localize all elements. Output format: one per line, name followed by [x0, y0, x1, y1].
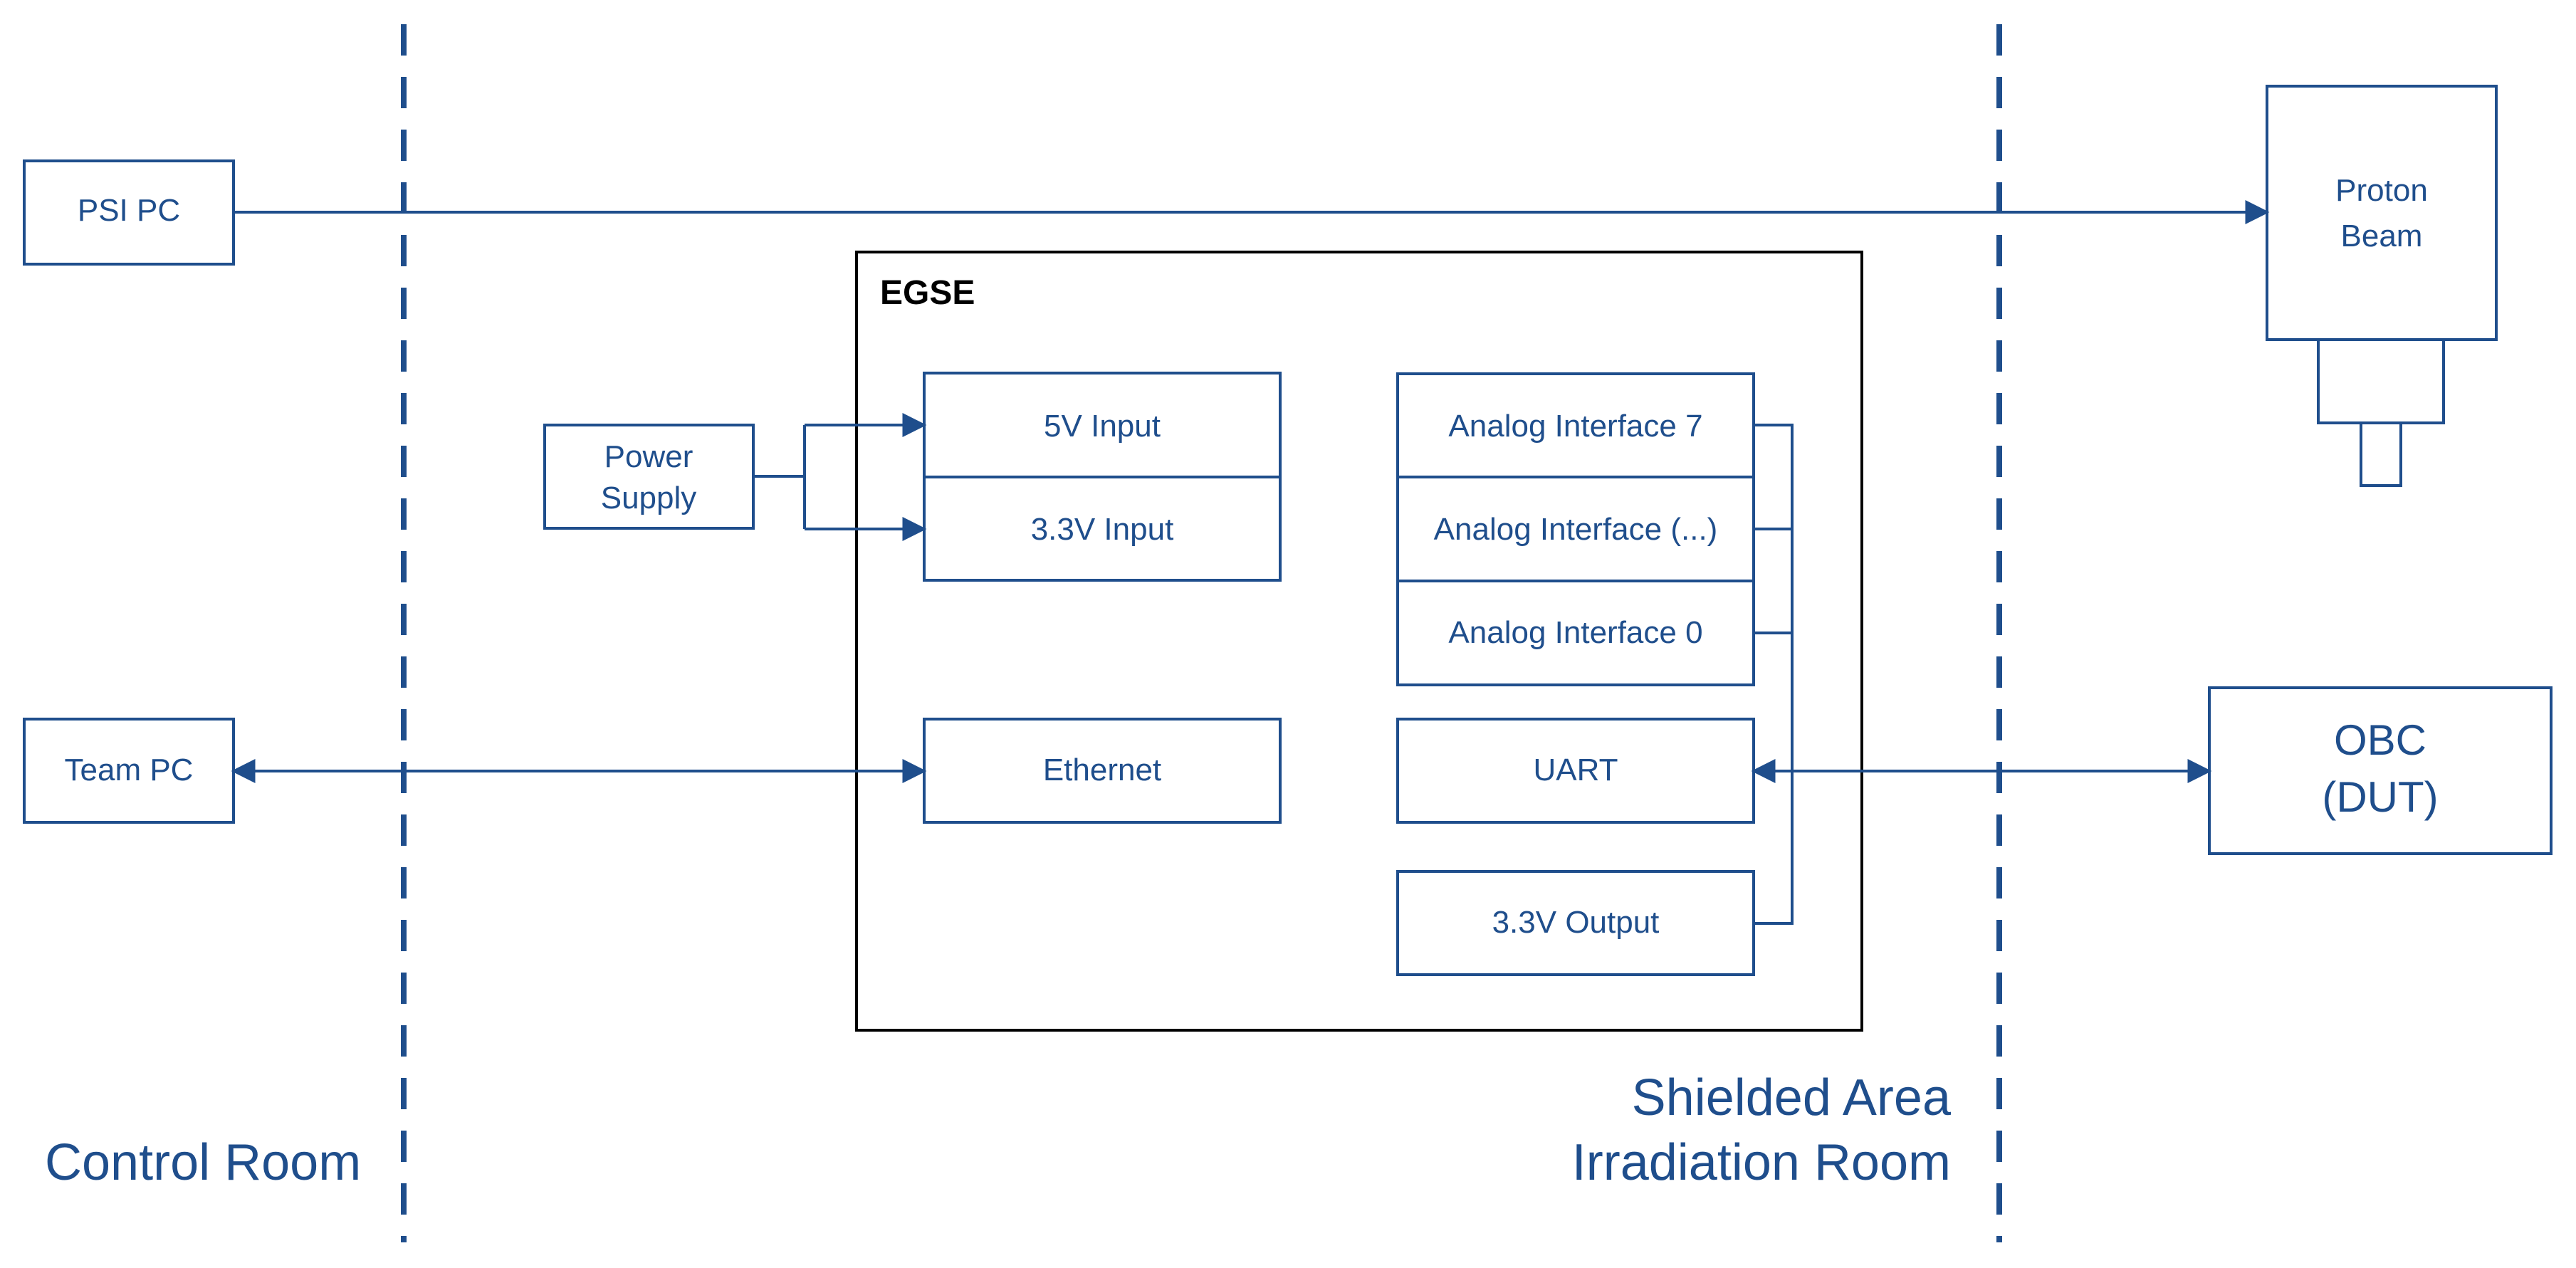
proton-beam-label-line2: Beam: [2341, 219, 2423, 253]
psi-pc-node: PSI PC: [23, 159, 235, 266]
egse-right-bus: [1754, 424, 1794, 925]
obc-label-line2: (DUT): [2322, 773, 2438, 821]
analog-interface-etc-label: Analog Interface (...): [1434, 512, 1718, 547]
power-supply-label-line2: Supply: [601, 481, 697, 515]
output-3v3-label: 3.3V Output: [1492, 905, 1660, 940]
egse-frame: EGSE: [855, 251, 1863, 1032]
power-supply-label-line1: Power: [604, 439, 693, 474]
input-5v-label: 5V Input: [1044, 409, 1161, 444]
analog-interface-7-label: Analog Interface 7: [1448, 409, 1702, 444]
ethernet-port: Ethernet: [923, 718, 1282, 824]
power-supply-node: Power Supply: [543, 424, 755, 530]
proton-beam-label-line1: Proton: [2335, 173, 2428, 208]
shielded-area-label-line2: Irradiation Room: [1572, 1134, 1951, 1191]
shielded-area-label-line1: Shielded Area: [1632, 1069, 1952, 1126]
team-pc-label: Team PC: [65, 753, 194, 787]
uart-label: UART: [1534, 753, 1618, 787]
team-pc-node: Team PC: [23, 718, 235, 824]
obc-label-line1: OBC: [2334, 716, 2426, 764]
obc-dut-node: OBC (DUT): [2208, 686, 2553, 855]
analog-interface-0-label: Analog Interface 0: [1448, 615, 1702, 650]
ethernet-label: Ethernet: [1043, 753, 1161, 787]
input-3v3-label: 3.3V Input: [1031, 512, 1174, 547]
analog-interface-block: Analog Interface 7 Analog Interface (...…: [1396, 372, 1755, 686]
proton-beam-node: Proton Beam: [2266, 85, 2498, 487]
egse-title: EGSE: [880, 274, 975, 312]
output-3v3-port: 3.3V Output: [1396, 870, 1755, 976]
uart-port: UART: [1396, 718, 1755, 824]
psi-pc-label: PSI PC: [78, 193, 180, 228]
control-room-label: Control Room: [45, 1134, 361, 1191]
power-supply-bus: [753, 425, 806, 529]
input-block: 5V Input 3.3V Input: [923, 372, 1282, 582]
